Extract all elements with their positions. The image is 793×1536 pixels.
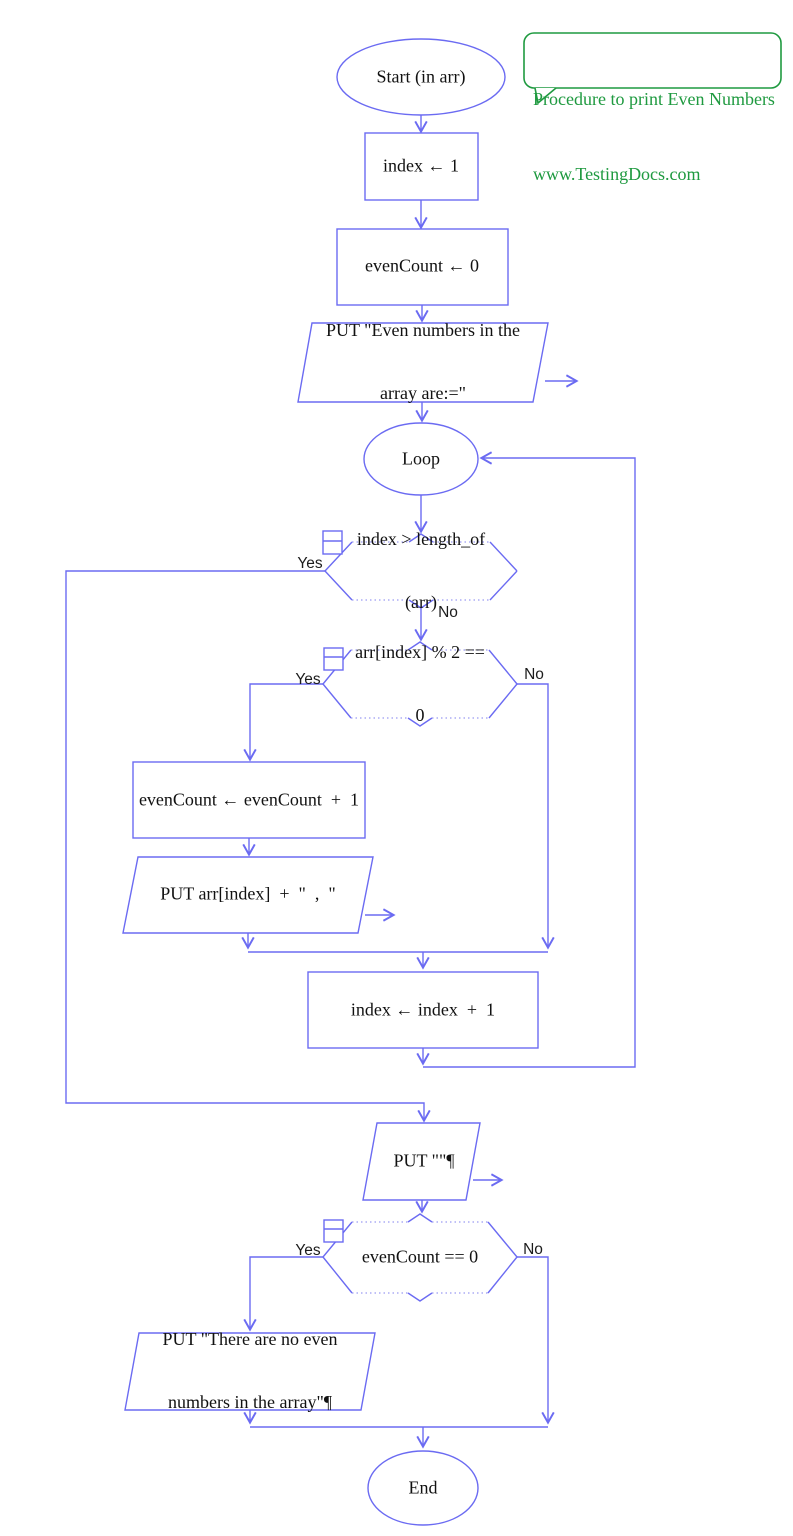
assign-evencount-label: evenCount ← 0	[365, 255, 479, 276]
inc-index-rect	[307, 971, 539, 1049]
cond-length-dotted-edges	[352, 541, 490, 601]
callout-tail	[534, 87, 557, 105]
put-header-line1: PUT "Even numbers in the	[326, 320, 520, 340]
loop-count-icon-2	[323, 647, 344, 671]
assign-evencount-rect	[336, 228, 509, 306]
cond-length-line1: index > length_of	[356, 529, 486, 549]
cond-mod-dotted-edges	[351, 649, 489, 719]
edge-cond-length-yes-to-put-newline	[65, 570, 431, 1123]
cond-length-line2: (arr)	[405, 592, 437, 612]
put-noeven-parallelogram	[124, 1332, 376, 1411]
cond-mod-label: arr[index] % 2 == 0	[355, 600, 485, 768]
inc-evencount-rect	[132, 761, 366, 839]
callout-line2: www.TestingDocs.com	[533, 164, 701, 184]
cond-length-no-label: No	[438, 604, 458, 621]
put-value-parallelogram	[122, 856, 374, 934]
loop-count-icon	[322, 530, 343, 555]
edge-cond-evencount-no-to-merge	[517, 1256, 555, 1425]
callout-line1: Procedure to print Even Numbers	[533, 89, 775, 109]
end-label: End	[408, 1477, 438, 1498]
edge-cond-evencount-yes-to-put-noeven	[243, 1256, 323, 1332]
put-newline-parallelogram	[362, 1122, 481, 1201]
start-label: Start (in arr)	[376, 66, 466, 87]
cond-mod-line1: arr[index] % 2 ==	[355, 642, 485, 662]
loop-label: Loop	[402, 448, 440, 469]
edge-loopback-to-loop	[423, 451, 636, 1068]
edge-cond-mod-no-to-merge	[517, 683, 555, 950]
start-oval	[336, 38, 506, 116]
loop-oval	[363, 422, 479, 496]
cond-mod-yes-label: Yes	[295, 671, 321, 688]
cond-evencount-label: evenCount == 0	[361, 1246, 479, 1267]
cond-length-fill	[325, 542, 517, 600]
loop-count-icon-3	[323, 1219, 344, 1243]
put-noeven-line2: numbers in the array"¶	[168, 1392, 332, 1412]
assign-index-rect	[364, 132, 479, 201]
cond-mod-fill	[323, 650, 517, 718]
callout-text: Procedure to print Even Numbers www.Test…	[533, 37, 775, 237]
cond-evencount-fill	[323, 1222, 517, 1293]
inc-index-label: index ← index + 1	[350, 999, 496, 1020]
put-value-label: PUT arr[index] + " , "	[160, 883, 336, 904]
put-header-parallelogram	[297, 322, 549, 403]
cond-length-yes-label: Yes	[297, 555, 323, 572]
edge-cond-mod-yes-to-inc-evencount	[243, 683, 323, 762]
put-header-label: PUT "Even numbers in the array are:="	[326, 278, 520, 446]
put-noeven-label: PUT "There are no even numbers in the ar…	[163, 1287, 338, 1455]
put-noeven-line1: PUT "There are no even	[162, 1329, 338, 1349]
end-oval	[367, 1450, 479, 1526]
cond-mod-line2: 0	[415, 705, 425, 725]
cond-evencount-dotted-edges	[352, 1221, 488, 1294]
cond-evencount-yes-label: Yes	[295, 1242, 321, 1259]
callout-bubble	[523, 32, 782, 89]
inc-evencount-label: evenCount ← evenCount + 1	[138, 789, 360, 810]
cond-length-hexagon	[324, 533, 518, 609]
assign-index-label: index ← 1	[383, 155, 459, 176]
cond-length-label: index > length_of (arr)	[357, 487, 485, 655]
put-header-line2: array are:="	[380, 383, 466, 403]
cond-mod-no-label: No	[524, 666, 544, 683]
put-newline-label: PUT ""¶	[393, 1150, 455, 1171]
cond-evencount-no-label: No	[523, 1241, 543, 1258]
